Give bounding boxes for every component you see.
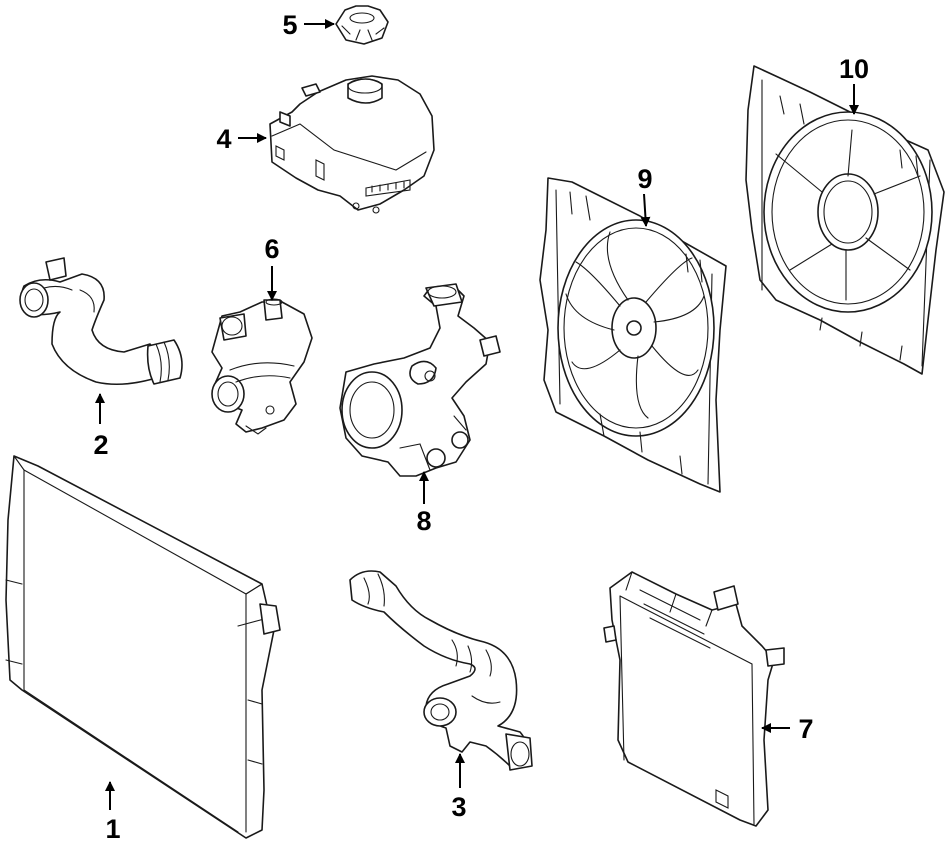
part-5-reservoir-cap [335,5,389,45]
callout-5: 5 [282,10,297,40]
callout-3: 3 [451,792,466,822]
callout-9: 9 [637,164,652,194]
callout-leaders [95,19,859,810]
part-10-fan-shroud [745,65,945,375]
callout-4: 4 [216,124,231,154]
leader-9 [640,193,651,227]
part-8-water-pump [339,283,501,477]
callout-2: 2 [93,430,108,460]
callout-1: 1 [105,814,120,844]
callout-7: 7 [798,714,813,744]
part-1-radiator [5,455,281,839]
callout-8: 8 [416,506,431,536]
callout-6: 6 [264,234,279,264]
part-4-coolant-reservoir [269,75,435,214]
part-9-cooling-fan-assembly [539,177,727,493]
part-6-thermostat [211,298,313,435]
part-7-auxiliary-radiator [603,571,785,827]
callout-10: 10 [839,54,869,84]
part-3-lower-hose [349,570,533,771]
callout-labels: 1 2 3 4 5 6 7 8 9 10 [93,10,869,844]
part-2-radiator-hose [19,257,183,386]
